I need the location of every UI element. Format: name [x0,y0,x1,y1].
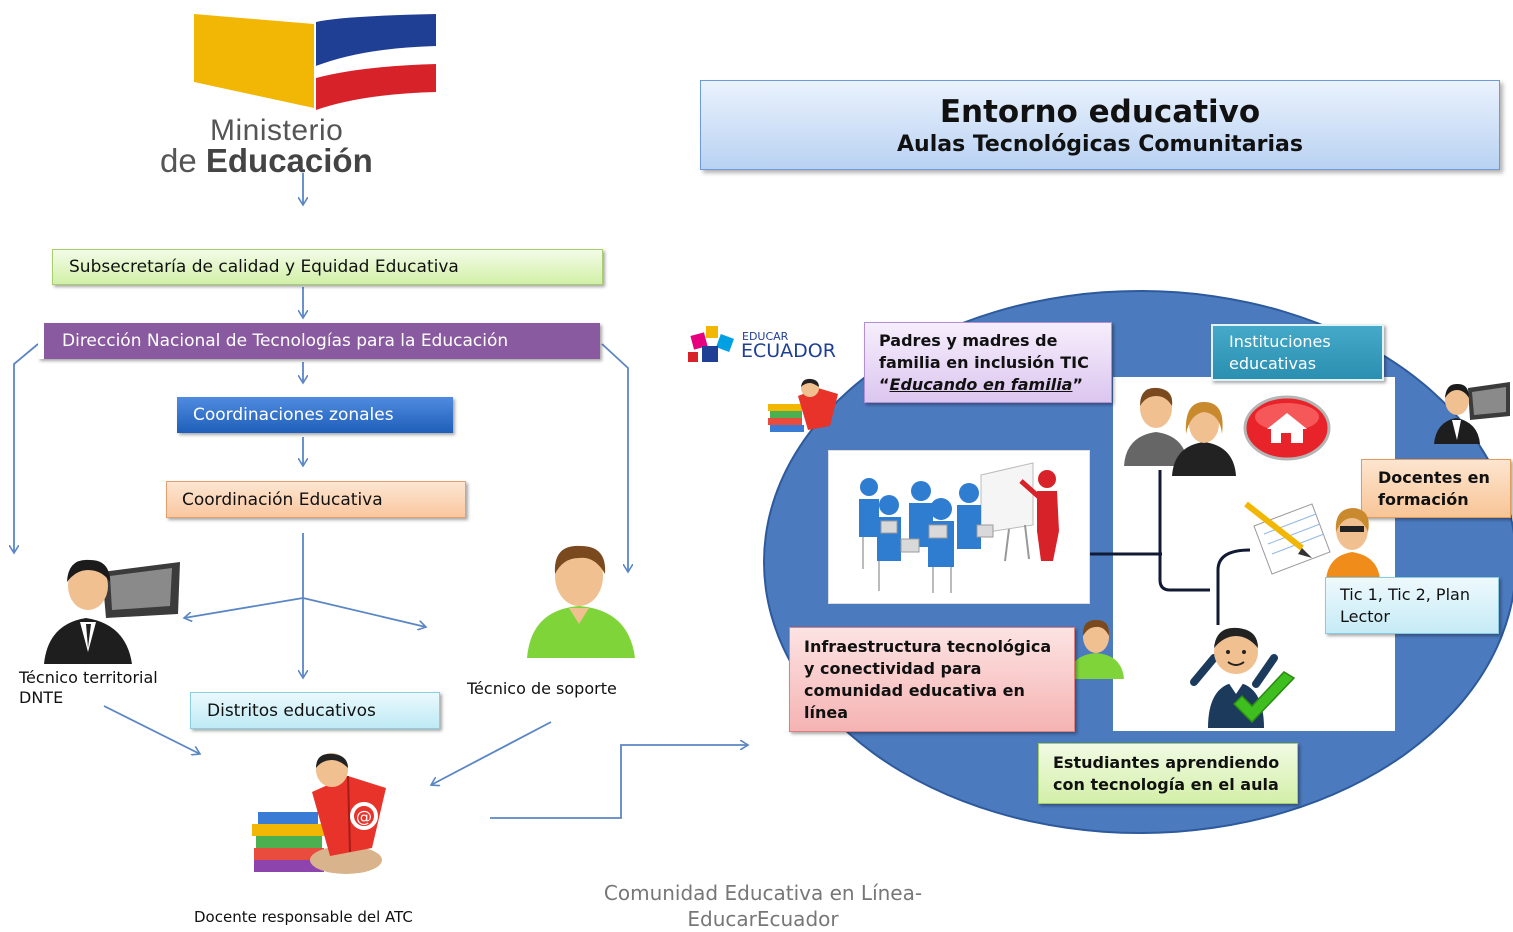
docente-responsable-label: Docente responsable del ATC [194,908,413,926]
footer-line-2: EducarEcuador [687,907,839,931]
educar-ecuador-logo-icon [688,326,734,362]
teacher-notepad-icon [1244,501,1380,580]
estudiantes-line-2: con tecnología en el aula [1053,774,1279,794]
padres-line-3: “Educando en familia” [879,374,1083,394]
footer-line-1: Comunidad Educativa en Línea- [603,881,923,905]
padres-box: Padres y madres de familia en inclusión … [864,322,1112,403]
distritos-box: Distritos educativos [190,692,440,729]
title-box: Entorno educativo Aulas Tecnológicas Com… [700,80,1500,170]
arrow-dir-right [601,343,628,572]
arrow-tecnico-to-docente [103,705,200,754]
padres-line-2: familia en inclusión TIC [879,352,1089,372]
ministerio-flag-icon [194,14,436,110]
educar-logo-small-text: EDUCAR [742,330,789,343]
logo-educacion-text: de Educación [160,142,373,179]
parents-couple-icon [1124,387,1236,476]
tree-connector [1076,470,1250,625]
padres-line-1: Padres y madres de [879,330,1058,350]
estudiantes-line-1: Estudiantes aprendiendo [1053,752,1280,772]
docentes-line-1: Docentes en [1378,467,1490,487]
educar-logo-big-text: ECUADOR [741,340,836,362]
estudiantes-box: Estudiantes aprendiendo con tecnología e… [1038,743,1298,804]
home-icon [1243,395,1331,461]
logo-ministerio-text: Ministerio [210,114,344,147]
tic-line-2: Lector [1340,606,1390,626]
infra-line-1: Infraestructura tecnológica [804,636,1052,656]
tic-box: Tic 1, Tic 2, Plan Lector [1325,577,1499,634]
instituciones-line-1: Instituciones [1229,331,1331,351]
footer-caption: Comunidad Educativa en Línea- EducarEcua… [553,880,973,932]
tecnico-territorial-icon [44,559,180,664]
docentes-box: Docentes en formación [1361,459,1511,518]
infraestructura-box: Infraestructura tecnológica y conectivid… [789,627,1075,732]
arrow-branch-left [184,597,304,618]
infra-line-3: comunidad educativa en [804,680,1025,700]
subsecretaria-box: Subsecretaría de calidad y Equidad Educa… [52,249,603,285]
classroom-image [828,450,1090,604]
arrow-branch-right [302,597,426,627]
tic-line-1: Tic 1, Tic 2, Plan [1340,584,1470,604]
direccion-box: Dirección Nacional de Tecnologías para l… [38,323,600,359]
arrow-docente-to-entorno [490,745,748,819]
tecnico-territorial-label-2: DNTE [19,688,64,707]
infra-line-2: y conectividad para [804,658,982,678]
arrow-dir-left [14,343,39,553]
docente-reader-icon: @ [252,753,386,874]
docentes-line-2: formación [1378,489,1469,509]
tecnico-laptop-icon [1434,382,1510,444]
coordinacion-educativa-box: Coordinación Educativa [166,481,466,518]
page-title: Entorno educativo [939,93,1261,130]
tecnico-soporte-icon [527,545,635,658]
instituciones-line-2: educativas [1229,353,1317,373]
page-subtitle: Aulas Tecnológicas Comunitarias [897,131,1303,157]
student-checkmark-icon [1190,627,1296,728]
infra-line-4: línea [804,702,849,722]
support-person-small-icon [1068,619,1124,679]
tecnico-territorial-label-1: Técnico territorial [19,668,158,687]
arrow-soporte-to-docente [431,721,552,785]
instituciones-box: Instituciones educativas [1211,324,1384,381]
coordinaciones-box: Coordinaciones zonales [177,397,453,433]
reader-small-icon [768,378,838,432]
tecnico-soporte-label: Técnico de soporte [467,679,617,698]
svg-text:@: @ [356,807,372,826]
